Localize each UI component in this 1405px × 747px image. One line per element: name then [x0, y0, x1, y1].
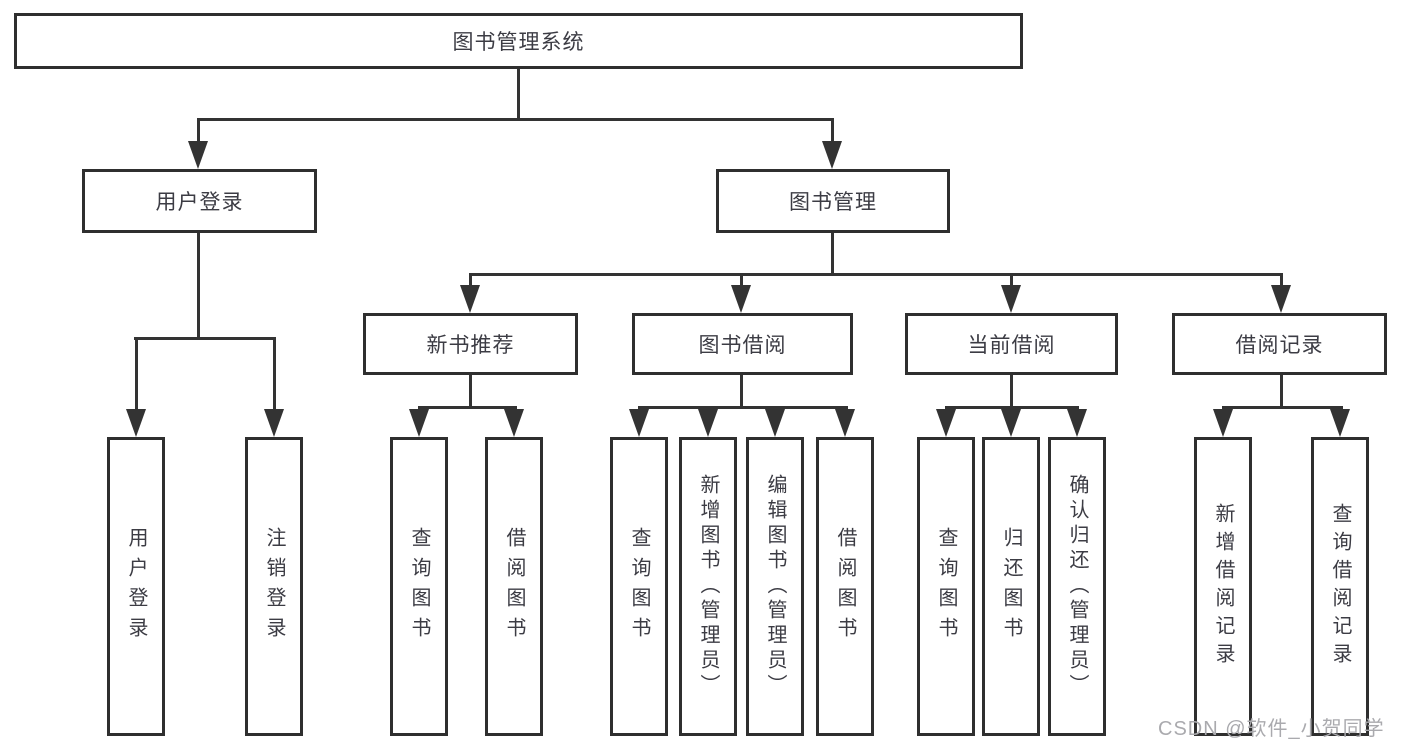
node-label: 新书推荐: [426, 334, 515, 357]
arrow-to-leaf-logout: [264, 409, 284, 437]
connector-borrow-records-stem: [1280, 375, 1283, 408]
leaf-label: 新增借阅记录: [1212, 502, 1234, 671]
node-new-book-rec: 新书推荐: [363, 313, 578, 375]
leaf-nbr-borrow-books: 借阅图书: [485, 437, 543, 736]
arrow-to-leaf-nbr-borrow: [504, 409, 524, 437]
connector-book-borrow-branch: [638, 406, 848, 409]
leaf-bb-query-books: 查询图书: [610, 437, 668, 736]
connector-user-login-stem: [197, 233, 200, 337]
leaf-br-query-record: 查询借阅记录: [1311, 437, 1369, 736]
leaf-label: 编辑图书（管理员）: [764, 474, 786, 699]
arrow-to-leaf-br-query: [1330, 409, 1350, 437]
leaf-label: 用户登录: [125, 526, 147, 647]
connector-current-borrow-stem: [1010, 375, 1013, 408]
leaf-logout: 注销登录: [245, 437, 303, 736]
arrow-to-leaf-bb-add: [698, 409, 718, 437]
leaf-label: 注销登录: [263, 526, 285, 647]
node-book-mgmt: 图书管理: [716, 169, 950, 233]
connector-user-login-branch: [134, 337, 276, 340]
node-current-borrow: 当前借阅: [905, 313, 1118, 375]
leaf-label: 借阅图书: [503, 526, 525, 647]
leaf-bb-edit-books-admin: 编辑图书（管理员）: [746, 437, 804, 736]
leaf-label: 查询借阅记录: [1329, 502, 1351, 671]
leaf-cb-query-books: 查询图书: [917, 437, 975, 736]
arrow-to-book-mgmt: [822, 141, 842, 169]
arrow-to-leaf-br-add: [1213, 409, 1233, 437]
leaf-bb-borrow-books: 借阅图书: [816, 437, 874, 736]
node-borrow-records: 借阅记录: [1172, 313, 1387, 375]
arrow-to-user-login: [188, 141, 208, 169]
leaf-cb-confirm-return-admin: 确认归还（管理员）: [1048, 437, 1106, 736]
connector-book-mgmt-stem: [831, 233, 834, 276]
leaf-label: 新增图书（管理员）: [697, 474, 719, 699]
connector-stub-leaf-logout: [273, 337, 276, 411]
node-book-borrow: 图书借阅: [632, 313, 853, 375]
connector-new-book-rec-branch: [418, 406, 517, 409]
leaf-label: 借阅图书: [834, 526, 856, 647]
leaf-label: 确认归还（管理员）: [1066, 474, 1088, 699]
leaf-label: 查询图书: [628, 526, 650, 647]
arrow-to-leaf-cb-query: [936, 409, 956, 437]
connector-new-book-rec-stem: [469, 375, 472, 408]
connector-stub-borrow-records: [1280, 273, 1283, 287]
arrow-to-leaf-bb-borrow: [835, 409, 855, 437]
node-label: 图书借阅: [698, 334, 787, 357]
node-label: 用户登录: [155, 191, 244, 214]
connector-book-mgmt-branch: [469, 273, 1282, 276]
arrow-to-leaf-cb-return: [1001, 409, 1021, 437]
leaf-label: 查询图书: [408, 526, 430, 647]
connector-stub-new-book-rec: [469, 273, 472, 287]
leaf-label: 归还图书: [1000, 526, 1022, 647]
csdn-watermark: CSDN @软件_小贺同学: [1158, 718, 1385, 740]
arrow-to-leaf-nbr-query: [409, 409, 429, 437]
arrow-to-leaf-user-login: [126, 409, 146, 437]
leaf-cb-return-books: 归还图书: [982, 437, 1040, 736]
arrow-to-new-book-rec: [460, 285, 480, 313]
node-user-login: 用户登录: [82, 169, 317, 233]
connector-stub-current-borrow: [1010, 273, 1013, 287]
connector-stub-leaf-user-login: [135, 337, 138, 411]
leaf-label: 查询图书: [935, 526, 957, 647]
arrow-to-borrow-records: [1271, 285, 1291, 313]
node-root-library-system: 图书管理系统: [14, 13, 1023, 69]
leaf-bb-add-books-admin: 新增图书（管理员）: [679, 437, 737, 736]
connector-stub-book-borrow: [740, 273, 743, 287]
node-label: 图书管理系统: [452, 31, 585, 54]
arrow-to-leaf-bb-edit: [765, 409, 785, 437]
leaf-br-add-record: 新增借阅记录: [1194, 437, 1252, 736]
leaf-user-login: 用户登录: [107, 437, 165, 736]
connector-current-borrow-branch: [945, 406, 1079, 409]
leaf-nbr-query-books: 查询图书: [390, 437, 448, 736]
connector-stub-user-login: [197, 118, 200, 143]
arrow-to-current-borrow: [1001, 285, 1021, 313]
connector-root-branch: [197, 118, 834, 121]
connector-stub-book-mgmt: [831, 118, 834, 143]
arrow-to-leaf-bb-query: [629, 409, 649, 437]
arrow-to-book-borrow: [731, 285, 751, 313]
node-label: 借阅记录: [1235, 334, 1324, 357]
node-label: 当前借阅: [967, 334, 1056, 357]
connector-book-borrow-stem: [740, 375, 743, 408]
connector-borrow-records-branch: [1222, 406, 1343, 409]
connector-root-stem: [517, 69, 520, 121]
arrow-to-leaf-cb-confirm: [1067, 409, 1087, 437]
node-label: 图书管理: [789, 191, 877, 214]
